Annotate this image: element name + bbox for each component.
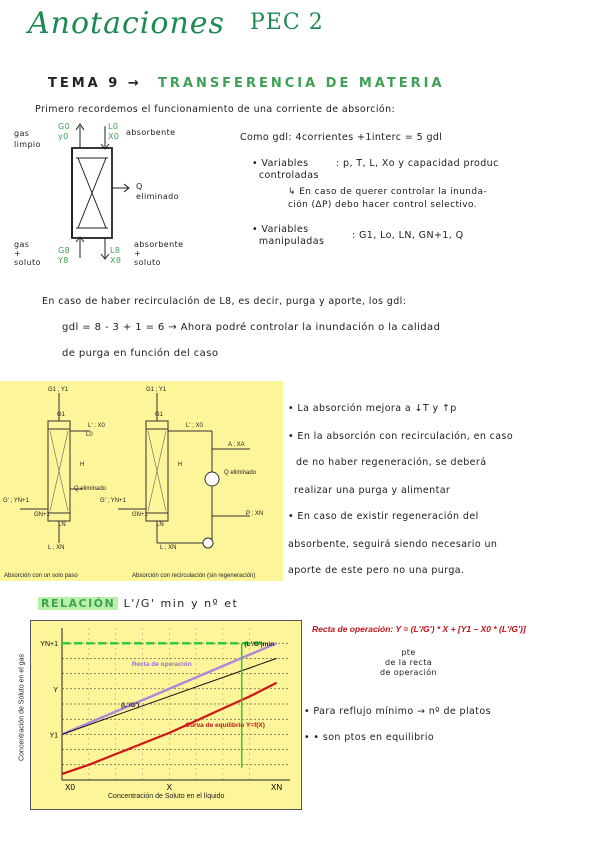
page-subtitle: PEC 2 bbox=[250, 10, 324, 35]
diag-label-axa: A ; XA bbox=[228, 442, 245, 448]
y-tick-label: Y1 bbox=[49, 732, 58, 739]
chart-ylabel: Concentración de Soluto en el gas bbox=[18, 653, 26, 762]
side-bullet-1: • Para reflujo mínimo → nº de platos bbox=[304, 706, 491, 717]
diag-label-pxn: P ; XN bbox=[246, 511, 264, 517]
diag-label-g1: G1 bbox=[57, 412, 66, 418]
tema-prefix: TEMA 9 → bbox=[48, 76, 142, 91]
diag-label-q: Q eliminado bbox=[74, 486, 107, 492]
diag-label-lx: L ; XN bbox=[160, 545, 177, 551]
note-inundacion: ↳ En caso de querer controlar la inunda-… bbox=[288, 187, 488, 210]
absorption-column-sketch bbox=[71, 123, 130, 260]
label-l0: L0 bbox=[108, 122, 119, 131]
diagram-left-caption: Absorción con un solo paso bbox=[4, 573, 78, 579]
label-g8: G8 bbox=[58, 246, 71, 255]
diag-label-gn1: GN+1 bbox=[34, 512, 50, 518]
chart-xlabel: Concentración de Soluto en el líquido bbox=[108, 793, 225, 800]
note-variables-manipuladas: : G1, Lo, LN, GN+1, Q bbox=[352, 230, 464, 241]
diag-label-ln: LN bbox=[58, 522, 66, 528]
x-tick-label: X bbox=[167, 783, 173, 792]
diag-label-g1y1: G1 ; Y1 bbox=[48, 387, 69, 393]
tema-name: TRANSFERENCIA DE MATERIA bbox=[158, 76, 445, 91]
note-gdl-formula2: de purga en función del caso bbox=[62, 348, 219, 359]
label-l8: L8 bbox=[110, 246, 121, 255]
process-diagram-panel bbox=[0, 381, 283, 581]
bullet-5: • En caso de existir regeneración del bbox=[288, 511, 479, 522]
bullet-2: • En la absorción con recirculación, en … bbox=[288, 431, 514, 442]
relacion-label: RELACIÓN bbox=[38, 597, 119, 610]
operacion-pte: pte de la recta de operación bbox=[380, 648, 438, 677]
y-tick-label: Y bbox=[53, 687, 58, 694]
y-tick-label: YN+1 bbox=[40, 641, 58, 648]
label-q: Q bbox=[136, 182, 143, 191]
label-x0: X0 bbox=[108, 132, 120, 141]
x-tick-label: XN bbox=[271, 783, 282, 792]
label-absorbente-soluto: absorbente + soluto bbox=[134, 240, 184, 267]
label-x8: X8 bbox=[110, 256, 122, 265]
bullet-7: aporte de este pero no una purga. bbox=[288, 565, 465, 576]
diag-label-h: H bbox=[80, 462, 85, 468]
diag-label-g2-right: G' ; YN+1 bbox=[100, 498, 126, 504]
note-gdl-formula: gdl = 8 - 3 + 1 = 6 → Ahora podré contro… bbox=[62, 322, 441, 333]
process-diagram bbox=[20, 393, 250, 549]
diag-label-qelim: Q eliminado bbox=[224, 470, 257, 476]
relacion-tail: y nº et bbox=[191, 597, 239, 610]
series-line-2 bbox=[61, 657, 277, 735]
operacion-formula: Recta de operación: Y = (L'/G') * X + [Y… bbox=[312, 624, 526, 634]
label-y0: y0 bbox=[58, 132, 69, 141]
series-line-0 bbox=[61, 681, 278, 775]
bullet-3: de no haber regeneración, se deberá bbox=[296, 457, 487, 468]
bullet-6: absorbente, seguirá siendo necesario un bbox=[288, 539, 498, 550]
diag-label-g2: G' ; YN+1 bbox=[3, 498, 29, 504]
diag-label-l0: L0 bbox=[86, 432, 93, 438]
label-g0: G0 bbox=[58, 122, 71, 131]
side-bullet-2: • • son ptos en equilibrio bbox=[304, 732, 435, 743]
series-line-1 bbox=[61, 642, 278, 736]
chart-annotation: Recta de operación bbox=[132, 661, 192, 668]
chart-annotation: Curva de equilibrio Y=f(X) bbox=[185, 722, 265, 729]
intro-text: Primero recordemos el funcionamiento de … bbox=[35, 104, 396, 115]
diag-label-l0x0-right: L' ; X0 bbox=[186, 423, 203, 429]
note-gdl: Como gdl: 4corrientes +1interc = 5 gdl bbox=[240, 132, 443, 143]
diag-label-lnxn: L ; XN bbox=[48, 545, 65, 551]
note-recirculacion: En caso de haber recirculación de L8, es… bbox=[42, 296, 407, 307]
label-absorbente: absorbente bbox=[126, 128, 176, 137]
label-eliminado: eliminado bbox=[136, 192, 179, 201]
label-gas-limpio: gas limpio bbox=[14, 129, 41, 149]
diag-label-l0x0: L' ; X0 bbox=[88, 423, 105, 429]
note-variables-controladas-label: • Variables controladas bbox=[252, 158, 319, 181]
chart-annotation: (L'/G')min bbox=[244, 641, 274, 648]
diag-label-g1-right: G1 bbox=[155, 412, 164, 418]
relacion-heading: RELACIÓN L'/G' min y nº et bbox=[38, 597, 238, 610]
note-variables-manipuladas-label: • Variables manipuladas bbox=[252, 224, 325, 247]
diag-label-ln-right: LN bbox=[156, 522, 164, 528]
diag-label-gn1-right: GN+1 bbox=[132, 512, 148, 518]
relacion-ratio: L'/G' min bbox=[123, 597, 186, 610]
bullet-1: • La absorción mejora a ↓T y ↑p bbox=[288, 403, 457, 414]
label-gas-soluto: gas + soluto bbox=[14, 240, 41, 267]
diag-label-g1y1-right: G1 ; Y1 bbox=[146, 387, 167, 393]
x-tick-label: X0 bbox=[65, 783, 75, 792]
label-y8: Y8 bbox=[58, 256, 69, 265]
page-title: Anotaciones bbox=[28, 6, 225, 41]
bullet-4: realizar una purga y alimentar bbox=[294, 485, 451, 496]
diag-label-h-right: H bbox=[178, 462, 183, 468]
note-variables-controladas: : p, T, L, Xo y capacidad produc bbox=[336, 158, 499, 169]
chart-annotation: (L'/G') bbox=[121, 702, 139, 709]
diagram-right-caption: Absorción con recirculación (sin regener… bbox=[132, 573, 256, 579]
